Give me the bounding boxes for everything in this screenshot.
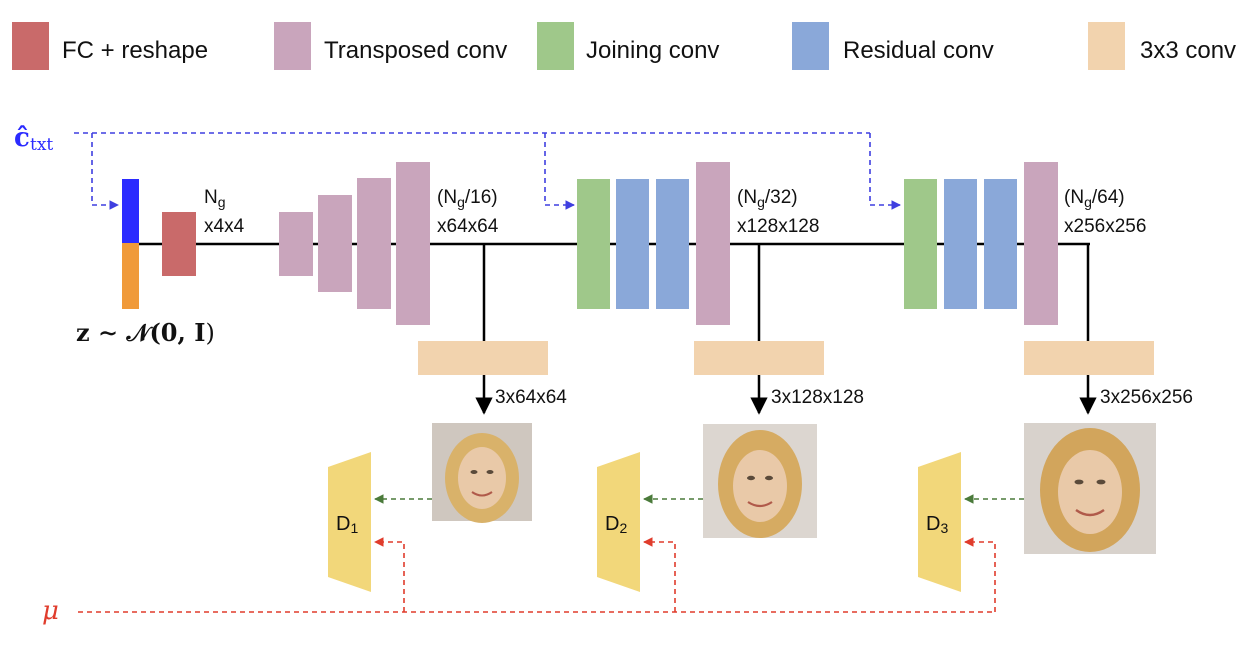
stage1-transposed-convs: [279, 162, 430, 325]
discriminator-3: D3: [918, 452, 961, 592]
c-txt-symbol: ĉ txt: [14, 123, 53, 155]
mu-to-d1: [374, 537, 405, 612]
resid-block-2a: [616, 179, 649, 309]
legend-swatch-fc: [12, 22, 49, 70]
branch-1: 3x64x64: [418, 244, 567, 415]
stage2-blocks: [577, 162, 730, 325]
stage0-shape-label: Ng x4x4: [204, 187, 245, 237]
discriminator-1: D1: [328, 452, 371, 592]
stage2-shape-label: (Ng/32) x128x128: [737, 187, 819, 237]
conv3-block-1: [418, 341, 548, 375]
output-label-1: 3x64x64: [495, 387, 567, 408]
legend-label-conv3: 3x3 conv: [1140, 37, 1236, 64]
ctxt-to-stage3: [869, 133, 901, 210]
svg-text:x64x64: x64x64: [437, 216, 499, 237]
legend-swatch-resid: [792, 22, 829, 70]
svg-text:Ng: Ng: [204, 187, 226, 210]
legend-label-fc: FC + reshape: [62, 37, 208, 64]
tconv-block-3-up: [1024, 162, 1058, 325]
svg-text:(Ng/64): (Ng/64): [1064, 187, 1125, 210]
mu-to-d2: [643, 537, 676, 612]
legend-item-transposed-conv: Transposed conv: [274, 22, 507, 70]
branch-2: 3x128x128: [694, 244, 864, 415]
legend-swatch-join: [537, 22, 574, 70]
c-txt-label: ĉ: [14, 123, 30, 153]
discriminator-3-shape: [918, 452, 961, 592]
legend-swatch-tconv: [274, 22, 311, 70]
mu-condition-lines: [78, 537, 996, 613]
resid-block-2b: [656, 179, 689, 309]
ctxt-vector-block: [122, 179, 139, 243]
svg-text:x4x4: x4x4: [204, 216, 245, 237]
z-noise-label: z ∼ 𝒩(0, I): [76, 318, 215, 347]
tconv-block-4: [396, 162, 430, 325]
stage3-shape-label: (Ng/64) x256x256: [1064, 187, 1146, 237]
fc-reshape-block: [162, 212, 196, 276]
generated-face-256: [1024, 423, 1156, 554]
svg-text:D3: D3: [926, 513, 948, 536]
svg-text:(Ng/32): (Ng/32): [737, 187, 798, 210]
stage3-blocks: [904, 162, 1058, 325]
ctxt-to-stage2: [544, 133, 575, 210]
legend-swatch-conv3: [1088, 22, 1125, 70]
resid-block-3b: [984, 179, 1017, 309]
resid-block-3a: [944, 179, 977, 309]
stage1-shape-label: (Ng/16) x64x64: [437, 187, 499, 237]
tconv-block-2-up: [696, 162, 730, 325]
output-label-3: 3x256x256: [1100, 387, 1193, 408]
discriminator-2: D2: [597, 452, 640, 592]
svg-text:x128x128: x128x128: [737, 216, 819, 237]
legend: FC + reshape Transposed conv Joining con…: [12, 22, 1236, 70]
legend-item-joining-conv: Joining conv: [537, 22, 719, 70]
legend-label-join: Joining conv: [586, 37, 719, 64]
text-condition-lines: [74, 132, 901, 210]
conv3-block-3: [1024, 341, 1154, 375]
legend-item-3x3-conv: 3x3 conv: [1088, 22, 1236, 70]
legend-label-resid: Residual conv: [843, 37, 994, 64]
c-txt-subscript: txt: [30, 135, 53, 155]
branch-3: 3x256x256: [1024, 244, 1193, 415]
legend-item-residual-conv: Residual conv: [792, 22, 994, 70]
ctxt-to-stage0: [91, 133, 119, 210]
tconv-block-3: [357, 178, 391, 309]
tconv-block-1: [279, 212, 313, 276]
z-vector-block: [122, 243, 139, 309]
legend-item-fc-reshape: FC + reshape: [12, 22, 208, 70]
join-block-2: [577, 179, 610, 309]
input-vector: [122, 179, 139, 309]
mu-label: μ: [42, 596, 59, 626]
svg-text:D1: D1: [336, 513, 358, 536]
conv3-block-2: [694, 341, 824, 375]
svg-text:x256x256: x256x256: [1064, 216, 1146, 237]
tconv-block-2: [318, 195, 352, 292]
svg-text:(Ng/16): (Ng/16): [437, 187, 498, 210]
svg-text:D2: D2: [605, 513, 627, 536]
discriminator-2-shape: [597, 452, 640, 592]
join-block-3: [904, 179, 937, 309]
generated-face-128: [703, 424, 817, 538]
legend-label-tconv: Transposed conv: [324, 37, 507, 64]
output-label-2: 3x128x128: [771, 387, 864, 408]
generated-face-64: [432, 423, 532, 523]
mu-to-d3: [964, 537, 996, 612]
discriminator-1-shape: [328, 452, 371, 592]
